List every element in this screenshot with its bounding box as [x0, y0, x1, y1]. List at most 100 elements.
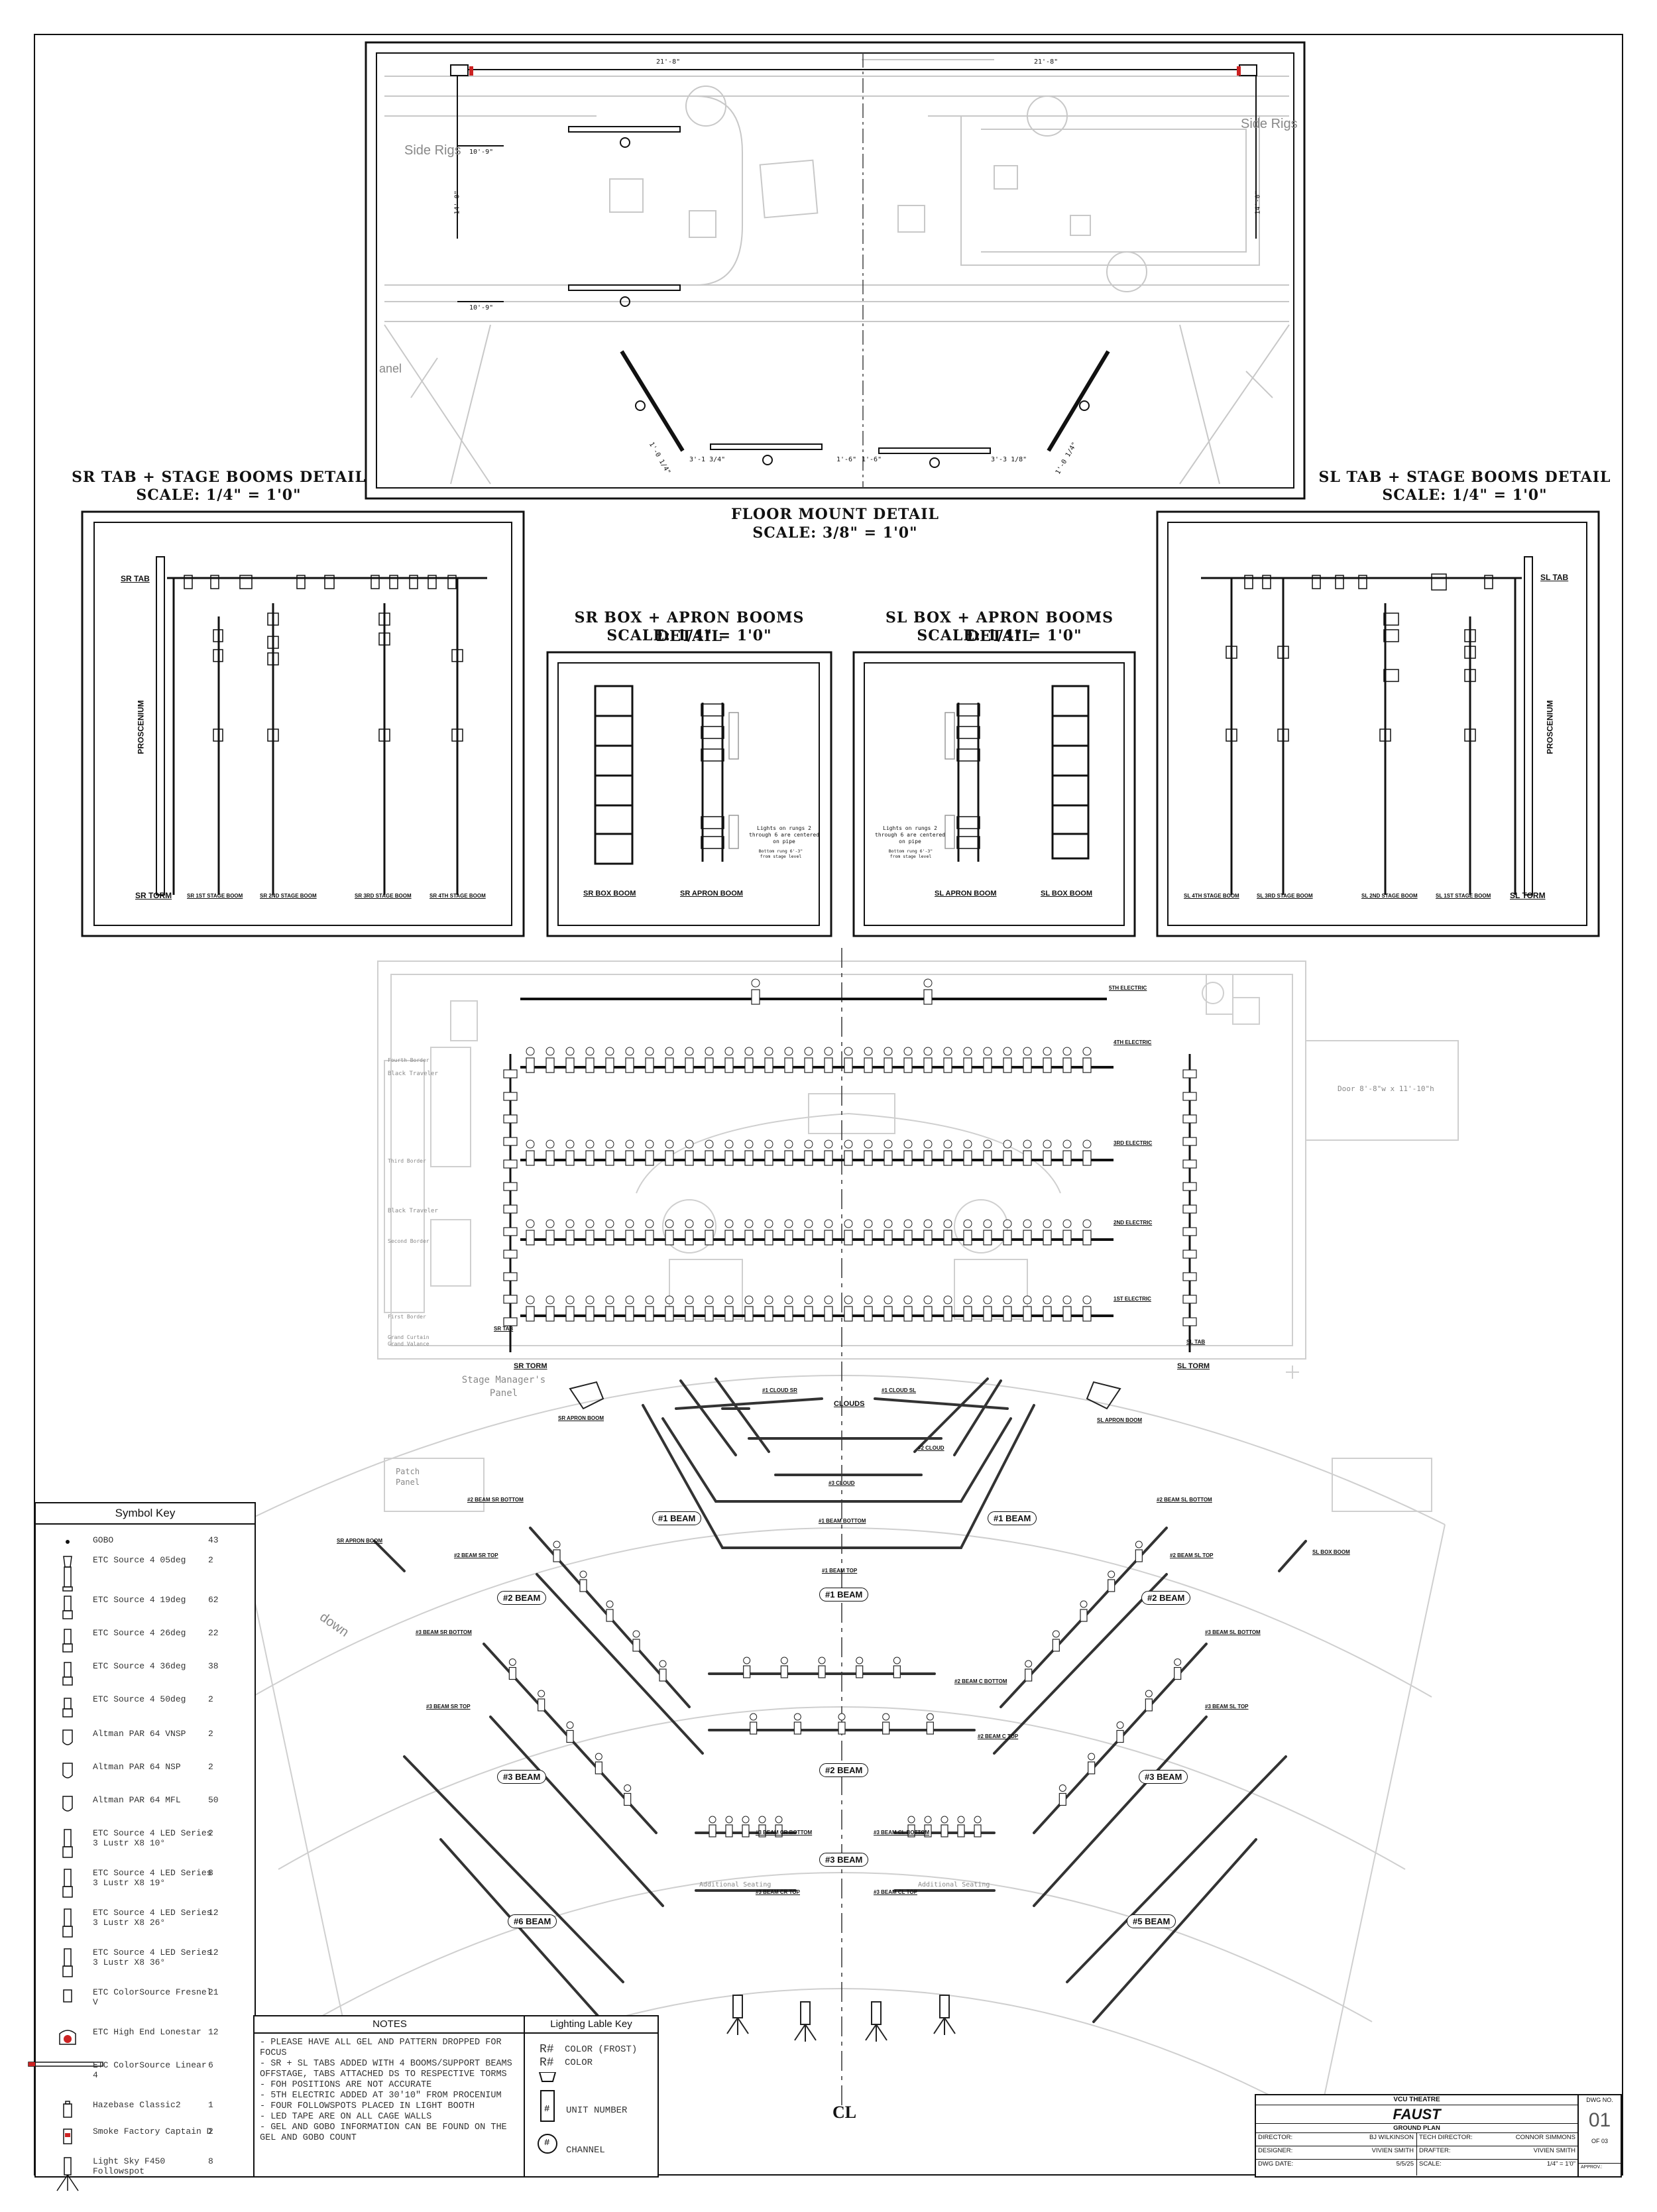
- fixture-unit: [645, 1295, 654, 1322]
- fixture-unit: [1043, 1295, 1052, 1322]
- gp-cloud-2: #2 CLOUD: [918, 1445, 944, 1451]
- beam-3-sl-top: #3 BEAM SL TOP: [1205, 1704, 1249, 1710]
- sl-2nd-boom-label: SL 2ND STAGE BOOM: [1361, 893, 1418, 899]
- fixture-unit: [705, 1219, 714, 1246]
- symbol-key-count: 2: [208, 1694, 213, 1704]
- note-line: - PLEASE HAVE ALL GEL AND PATTERN DROPPE…: [260, 2038, 502, 2058]
- beam-1-bottom: #1 BEAM BOTTOM: [819, 1518, 866, 1524]
- followspots: [569, 1381, 1121, 2042]
- fixture-unit: [804, 1219, 813, 1246]
- title-block: VCU THEATRE FAUST GROUND PLAN DWG NO. 01…: [1255, 2094, 1622, 2178]
- sr-box-detail: [546, 651, 832, 937]
- gp-cloud-sr: #1 CLOUD SR: [762, 1387, 797, 1393]
- note-line: - FOUR FOLLOWSPOTS PLACED IN LIGHT BOOTH: [260, 2101, 475, 2111]
- symbol-key-count: 6: [208, 2060, 213, 2070]
- gp-sr-apron: SR APRON BOOM: [558, 1415, 604, 1421]
- tb-plate: GROUND PLAN: [1256, 2123, 1577, 2133]
- tb-drafter: VIVIEN SMITH: [1533, 2147, 1575, 2154]
- dim-bottom-mid-b: 1'-6": [862, 456, 882, 463]
- beam-fixture: [1174, 1659, 1182, 1680]
- notes-title: NOTES: [255, 2016, 525, 2034]
- symbol-key-count: 2: [208, 1729, 213, 1739]
- fixture-unit: [585, 1047, 595, 1073]
- beam-2-sl-top: #2 BEAM SL TOP: [1170, 1552, 1214, 1558]
- symbol-key-name: ETC Source 4 LED Series 3 Lustr X8 19°: [93, 1868, 212, 1888]
- fixture-unit: [1062, 1139, 1072, 1166]
- fixture-unit: [1082, 1295, 1092, 1322]
- symbol-key-count: 2: [208, 1828, 213, 1838]
- fixture-unit: [903, 1139, 913, 1166]
- floor-mount-title: FLOOR MOUNT DETAIL: [730, 506, 940, 523]
- sr-1st-boom-label: SR 1ST STAGE BOOM: [187, 893, 243, 899]
- tb-tech: CONNOR SIMMONS: [1515, 2134, 1575, 2141]
- lk-unit-text: UNIT NUMBER: [566, 2105, 628, 2116]
- fixture-unit: [804, 1047, 813, 1073]
- fixture-unit: [764, 1047, 773, 1073]
- floor-mount-scale: SCALE: 3/8" = 1'0": [752, 524, 918, 542]
- fixture-unit: [724, 1295, 734, 1322]
- sr-box-scale: SCALE: 1/4" = 1'0": [606, 627, 772, 644]
- fixture-unit: [844, 1139, 853, 1166]
- beam-cr-top: #3 BEAM CR TOP: [756, 1889, 800, 1895]
- beam-fixture: [606, 1600, 614, 1622]
- fixture-unit: [963, 1139, 972, 1166]
- ghost-fourth-border: Fourth Border: [388, 1057, 429, 1063]
- symbol-key-count: 2: [208, 2126, 213, 2136]
- sr-4th-boom-label: SR 4TH STAGE BOOM: [429, 893, 486, 899]
- fixture-unit: [764, 1219, 773, 1246]
- lk-r2: R#: [540, 2056, 554, 2069]
- boom-unit: [503, 1204, 518, 1214]
- sl-box-title: SL BOX + APRON BOOMS DETAIL: [885, 609, 1114, 645]
- sl-apron-boom-label: SL APRON BOOM: [935, 890, 997, 898]
- fixture-unit: [784, 1219, 793, 1246]
- fixture-unit: [605, 1047, 614, 1073]
- fixture-unit: [1062, 1047, 1072, 1073]
- beam-fixture: [780, 1657, 788, 1678]
- fixture-unit: [665, 1047, 674, 1073]
- tb-scale-cell: SCALE: 1/4" = 1'0": [1416, 2159, 1578, 2176]
- fixture-unit: [1062, 1295, 1072, 1322]
- ghost-patch-panel: Patch Panel: [395, 1467, 420, 1487]
- symbol-key-count: 12: [208, 2027, 219, 2037]
- beam-fixture: [838, 1713, 846, 1735]
- beam-c-top: #2 BEAM C TOP: [978, 1733, 1019, 1739]
- fixture-unit: [943, 1219, 952, 1246]
- electric-units: [503, 978, 1197, 1326]
- fixture-unit: [784, 1295, 793, 1322]
- fixture-unit: [744, 1295, 754, 1322]
- electric-3-label: 3RD ELECTRIC: [1114, 1140, 1153, 1146]
- beam-fixture: [941, 1816, 948, 1837]
- fixture-unit: [705, 1139, 714, 1166]
- fixture-unit: [1003, 1219, 1012, 1246]
- lighting-fixture-icon: [538, 2072, 557, 2154]
- fixture-unit: [983, 1047, 992, 1073]
- beam-3-sr-bottom: #3 BEAM SR BOTTOM: [416, 1629, 472, 1635]
- beam-fixture: [742, 1816, 750, 1837]
- lighting-label-key: Lighting Lable Key R# COLOR (FROST) R# C…: [524, 2015, 659, 2178]
- symbol-key-name: Altman PAR 64 MFL: [93, 1795, 181, 1805]
- ghost-black-traveler-2: Black Traveler: [388, 1208, 438, 1214]
- boom-unit: [1182, 1295, 1197, 1304]
- fixture-unit: [526, 1139, 535, 1166]
- beam-fixture: [856, 1657, 864, 1678]
- symbol-key-count: 2: [208, 1555, 213, 1565]
- symbol-key-count: 8: [208, 2156, 213, 2166]
- gp-sr-tab: SR TAB: [494, 1326, 514, 1332]
- boom-unit: [1182, 1182, 1197, 1191]
- beam-3-center: #3 BEAM: [819, 1853, 869, 1867]
- fixture-unit: [724, 1047, 734, 1073]
- boom-unit: [503, 1069, 518, 1078]
- beam-fixture: [893, 1657, 901, 1678]
- fixture-unit: [963, 1295, 972, 1322]
- ghost-black-traveler-1: Black Traveler: [388, 1071, 438, 1077]
- tb-date-cell: DWG DATE: 5/5/25: [1256, 2159, 1416, 2176]
- beam-fixture: [750, 1713, 758, 1735]
- lk-channel-symbol: #: [544, 2138, 550, 2148]
- beam-fixture: [508, 1659, 516, 1680]
- symbol-key-title: Symbol Key: [36, 1503, 255, 1525]
- fixture-unit: [1023, 1295, 1032, 1322]
- fixture-unit: [744, 1139, 754, 1166]
- symbol-key-count: 1: [208, 2100, 213, 2110]
- sl-1st-boom-label: SL 1ST STAGE BOOM: [1436, 893, 1491, 899]
